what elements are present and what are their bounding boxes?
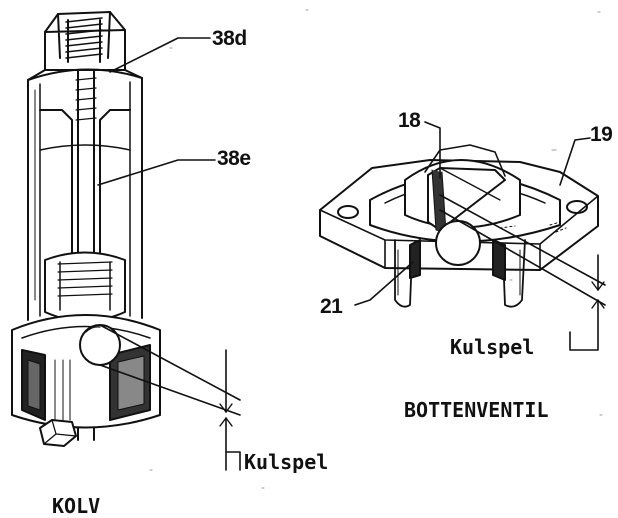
label-kulspel-left: Kulspel <box>244 450 329 474</box>
label-kolv: KOLV <box>52 494 101 518</box>
leader-18 <box>424 121 441 179</box>
piston-body <box>27 77 143 321</box>
leader-21 <box>354 261 414 306</box>
valve-body <box>394 239 526 308</box>
valve-ball <box>435 220 481 266</box>
label-19: 19 <box>590 123 613 146</box>
piston-assembly <box>11 11 241 471</box>
leader-38e <box>97 159 216 186</box>
label-21: 21 <box>320 295 343 318</box>
valve-clearance-line-a <box>439 194 606 286</box>
flange-hole-right <box>566 200 588 214</box>
valve-clearance-line-b <box>439 209 606 306</box>
piston-clearance-line-a <box>99 324 241 401</box>
label-18: 18 <box>398 109 421 132</box>
label-38e: 38e <box>217 147 251 170</box>
label-38d: 38d <box>212 27 247 50</box>
flange-hole-left <box>337 205 359 219</box>
leader-19 <box>559 137 591 186</box>
label-kulspel-right: Kulspel <box>450 335 535 359</box>
piston-top-nut <box>44 11 126 71</box>
piston-clearance-line-b <box>99 364 241 416</box>
label-bottenventil: BOTTENVENTIL <box>404 398 549 422</box>
bottom-valve-assembly <box>319 121 606 351</box>
piston-ball <box>79 324 121 366</box>
scan-specks <box>149 9 603 489</box>
leader-38d <box>109 37 211 73</box>
